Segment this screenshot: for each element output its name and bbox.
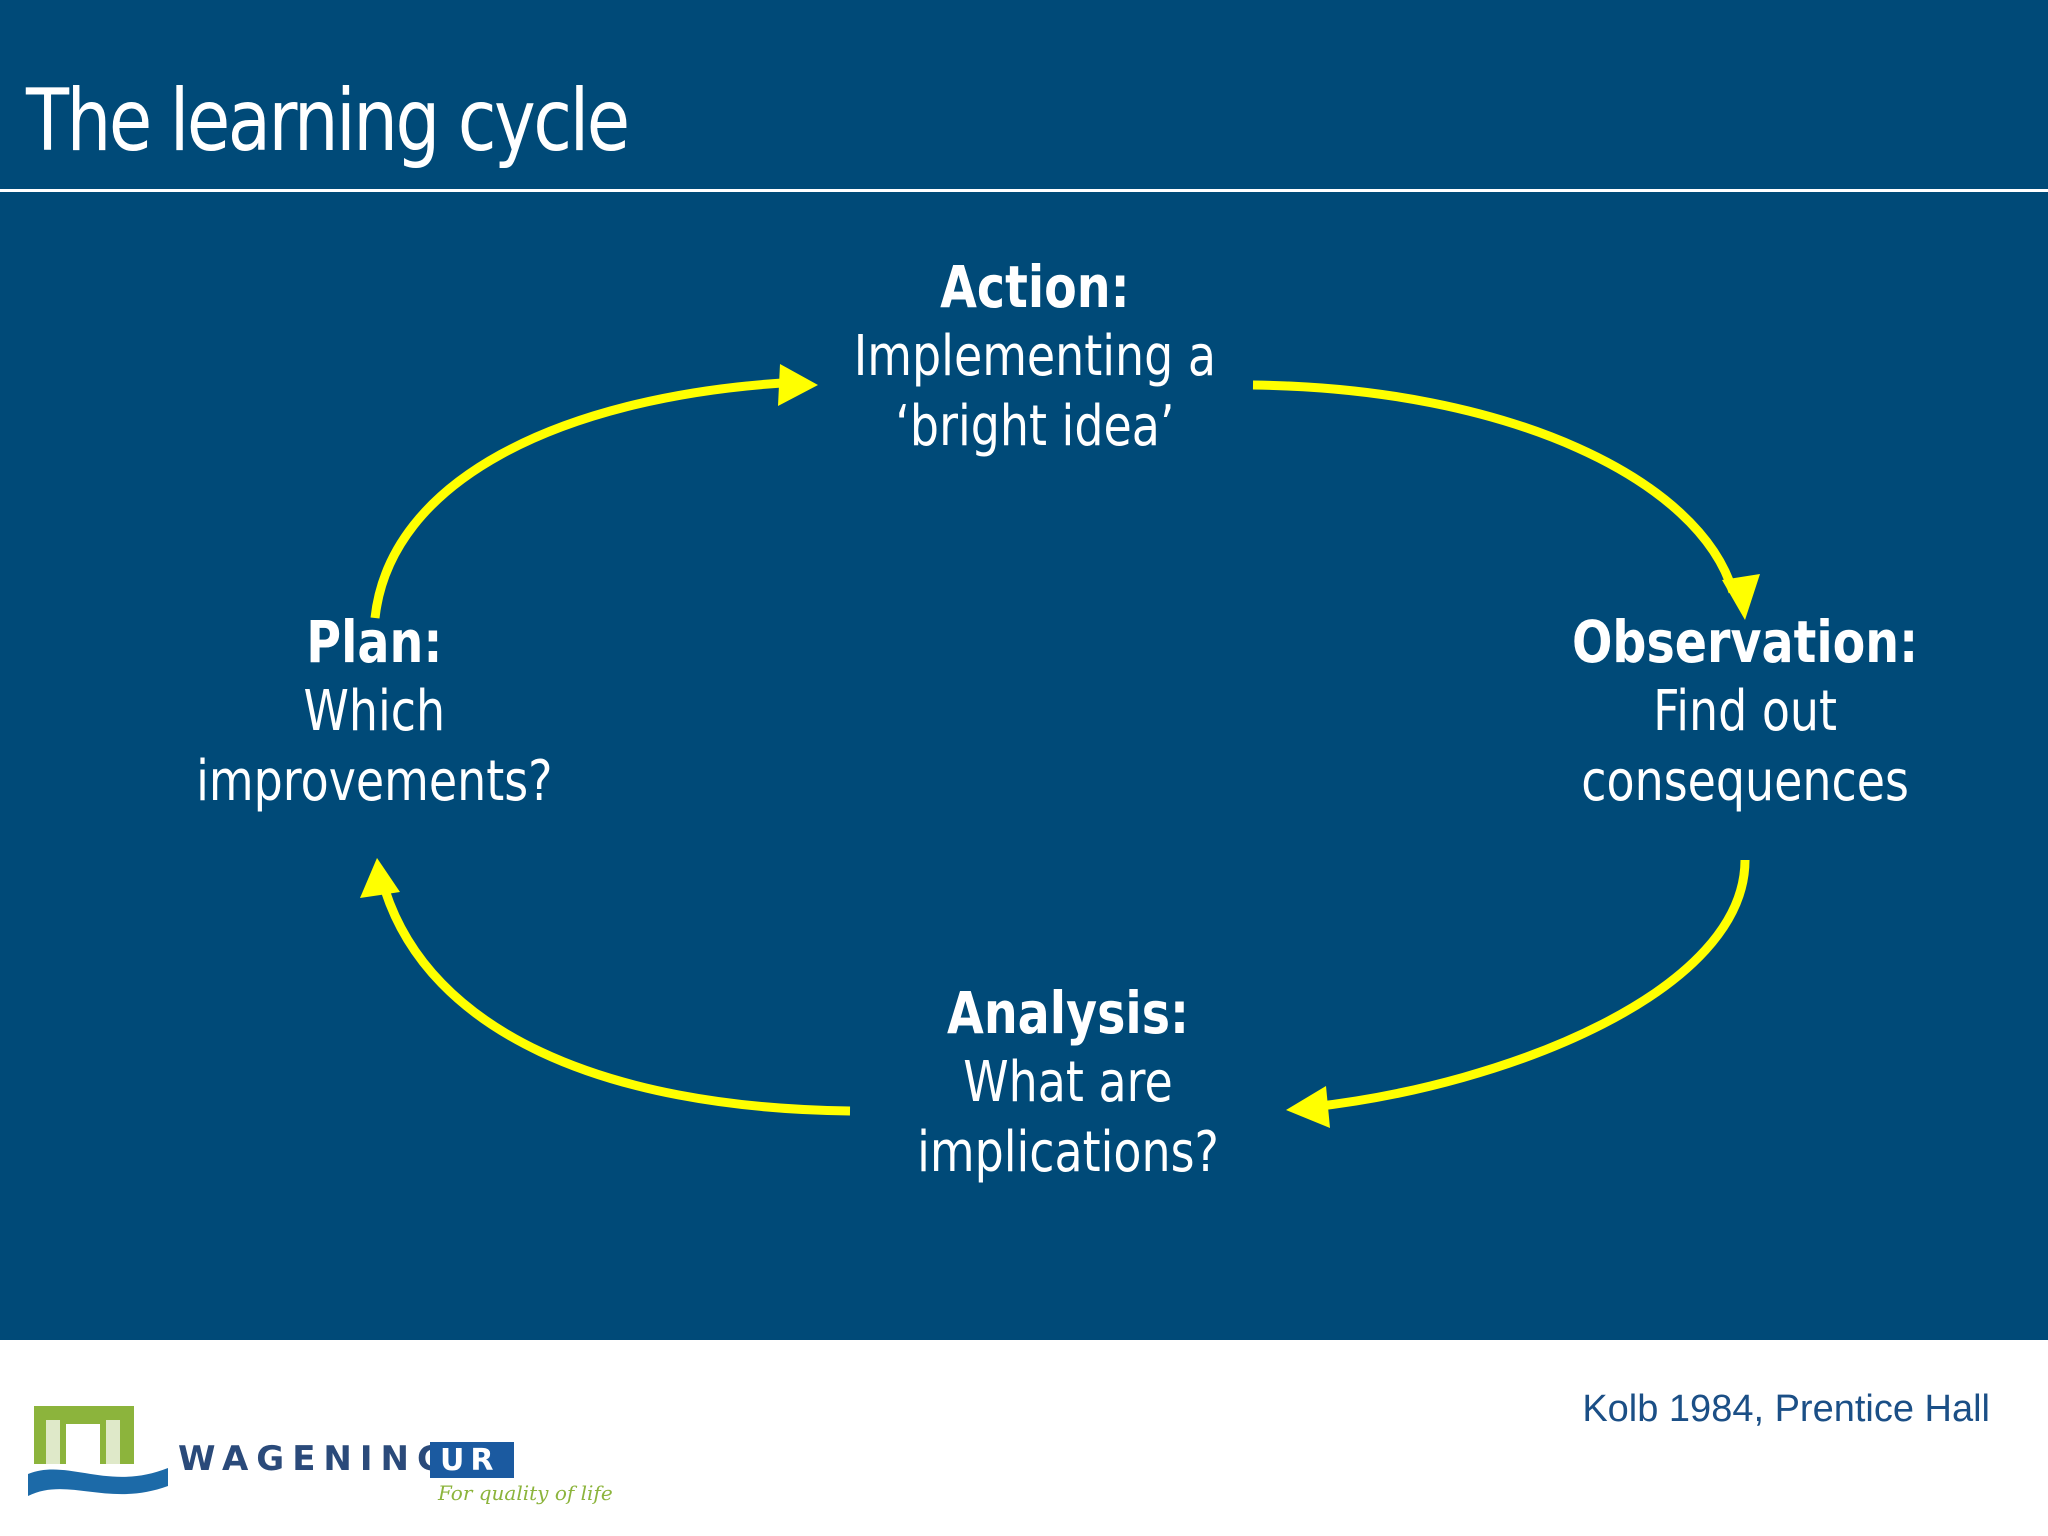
node-action-line-1: Implementing a <box>853 324 1217 389</box>
arrowhead-action <box>778 364 818 406</box>
page-title: The learning cycle <box>26 71 630 171</box>
slide: The learning cycle Action: Implementing … <box>0 0 2048 1340</box>
node-analysis-line-2: implications? <box>917 1120 1219 1185</box>
node-plan: Plan: Which improvements? <box>94 607 654 817</box>
logo-emblem-pillar-left <box>46 1420 60 1464</box>
arrowhead-plan <box>360 858 400 898</box>
node-analysis: Analysis: What are implications? <box>788 978 1348 1188</box>
node-action-line-2: ‘bright idea’ <box>895 394 1175 459</box>
logo-emblem-door <box>66 1424 100 1466</box>
arrowhead-observation <box>1722 574 1760 620</box>
node-plan-heading: Plan: <box>305 608 443 676</box>
node-action-heading: Action: <box>940 253 1130 321</box>
logo-ur-box <box>430 1442 514 1478</box>
arrow-action-to-observation <box>1252 380 1738 594</box>
wageningen-logo-icon: WAGENINGEN UR For quality of life <box>28 1406 613 1505</box>
logo-tagline: For quality of life <box>437 1481 613 1505</box>
title-divider <box>0 189 2048 192</box>
arrow-analysis-to-plan <box>380 888 851 1116</box>
node-observation-heading: Observation: <box>1571 608 1919 676</box>
logo-wave <box>28 1468 168 1496</box>
citation: Kolb 1984, Prentice Hall <box>1582 1388 1990 1430</box>
node-analysis-line-1: What are <box>963 1050 1173 1115</box>
arrow-plan-to-action <box>370 378 783 619</box>
node-action: Action: Implementing a ‘bright idea’ <box>755 252 1315 462</box>
logo-emblem-pillar-right <box>106 1420 120 1464</box>
arrow-observation-to-analysis <box>1311 859 1750 1112</box>
logo-ur-text: UR <box>440 1443 499 1478</box>
node-analysis-heading: Analysis: <box>946 979 1189 1047</box>
node-observation-line-1: Find out <box>1653 679 1837 744</box>
node-observation: Observation: Find out consequences <box>1465 607 2025 817</box>
arrowhead-analysis <box>1286 1086 1330 1128</box>
node-plan-line-1: Which <box>303 679 445 744</box>
cycle-diagram <box>360 364 1760 1128</box>
node-plan-line-2: improvements? <box>195 749 553 814</box>
footer: Kolb 1984, Prentice Hall WAGENINGEN UR F… <box>0 1340 2048 1536</box>
node-observation-line-2: consequences <box>1581 749 1909 814</box>
